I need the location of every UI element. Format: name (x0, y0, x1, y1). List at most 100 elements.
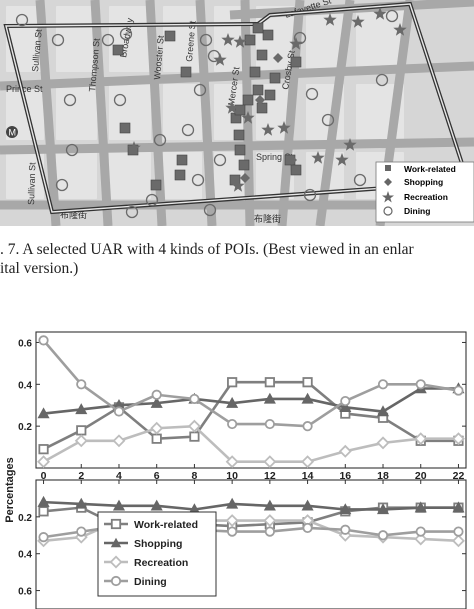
poi-star-marker (351, 15, 365, 28)
poi-diamond-marker (273, 53, 283, 63)
x-tick-label: 14 (302, 470, 314, 482)
poi-markers (15, 7, 407, 219)
data-point (38, 335, 49, 346)
square-marker-icon (385, 165, 391, 171)
diamond-marker-icon (384, 178, 392, 186)
data-point (377, 379, 389, 390)
poi-square-marker (252, 84, 264, 96)
data-point (226, 396, 239, 408)
poi-square-marker (174, 169, 186, 181)
poi-circle-marker (55, 178, 69, 192)
data-point (227, 526, 238, 537)
poi-star-marker (233, 35, 247, 48)
poi-diamond-marker (240, 173, 250, 183)
data-point (414, 432, 428, 446)
poi-star-marker (311, 151, 325, 164)
street-label: Sullivan St (26, 162, 37, 205)
data-point (227, 377, 238, 388)
data-point (227, 418, 238, 430)
legend-marker-icon (110, 575, 122, 587)
data-point (264, 418, 275, 430)
data-point (151, 389, 162, 400)
poi-square-marker (252, 22, 264, 34)
poi-star-marker (221, 33, 235, 46)
poi-circle-marker (101, 33, 115, 47)
data-point (75, 497, 88, 509)
poi-star-marker (393, 23, 407, 36)
poi-square-marker (119, 122, 131, 134)
poi-square-marker (150, 179, 162, 191)
data-point (76, 425, 87, 436)
data-point (263, 499, 276, 511)
legend-label: Work-related (134, 519, 198, 531)
poi-square-marker (256, 102, 268, 114)
data-point (225, 455, 239, 469)
data-point (414, 501, 427, 513)
svg-text:M: M (9, 128, 17, 138)
street-label: Greene St (184, 20, 198, 62)
x-tick-label: 2 (78, 470, 84, 482)
legend-label: Shopping (134, 538, 182, 550)
x-tick-label: 6 (154, 470, 160, 482)
street-label: 布隆街 (60, 209, 87, 220)
poi-square-marker (262, 29, 274, 41)
data-point (38, 532, 49, 543)
poi-circle-marker (125, 205, 139, 219)
x-tick-label: 18 (377, 470, 389, 482)
x-tick-label: 0 (41, 470, 47, 482)
data-point (452, 501, 465, 513)
poi-circle-marker (65, 143, 79, 157)
data-point (301, 392, 314, 404)
data-point (263, 514, 277, 528)
data-point (37, 455, 51, 469)
poi-star-marker (213, 53, 227, 66)
data-point (76, 379, 87, 390)
poi-diamond-marker (255, 95, 265, 105)
data-point (301, 499, 314, 511)
data-point (302, 522, 313, 534)
poi-circle-marker (113, 93, 127, 107)
data-point (112, 499, 126, 511)
y-tick-label: 0.4 (18, 380, 32, 391)
caption-line: ital version.) (0, 260, 79, 277)
poi-circle-marker (203, 203, 217, 217)
data-point (451, 534, 465, 548)
data-point (38, 444, 49, 455)
poi-circle-marker (375, 73, 389, 87)
poi-diamond-marker (287, 155, 297, 165)
poi-circle-marker (353, 173, 367, 187)
poi-star-marker (241, 111, 255, 124)
star-marker-icon (382, 191, 394, 203)
legend-marker-icon (110, 537, 122, 548)
legend-label: Recreation (404, 192, 448, 202)
poi-square-marker (290, 56, 302, 68)
poi-square-marker (164, 30, 176, 42)
poi-square-marker (244, 34, 256, 46)
poi-star-marker (335, 153, 349, 166)
data-point (302, 421, 313, 432)
legend-label: Work-related (404, 164, 456, 174)
y-tick-label: 0.6 (18, 338, 32, 349)
poi-star-marker (343, 138, 357, 151)
poi-square-marker (290, 164, 302, 176)
street-label: Spring St (256, 152, 294, 162)
data-point (38, 506, 49, 517)
data-point (377, 530, 389, 541)
data-point (189, 393, 200, 405)
poi-star-marker (277, 121, 291, 134)
data-point (451, 432, 465, 446)
data-point (150, 421, 164, 435)
poi-square-marker (238, 159, 250, 171)
y-axis-label: Percentages (4, 457, 16, 522)
poi-star-marker (225, 101, 239, 114)
poi-circle-marker (321, 113, 335, 127)
poi-star-marker (323, 13, 337, 26)
x-tick-label: 20 (415, 470, 427, 482)
poi-star-marker (261, 123, 275, 136)
poi-circle-marker (191, 173, 205, 187)
legend-marker-icon (110, 518, 122, 530)
y-tick-label: 0.4 (18, 550, 32, 561)
poi-square-marker (176, 154, 188, 166)
poi-circle-marker (213, 153, 227, 167)
legend-label: Recreation (134, 557, 188, 569)
